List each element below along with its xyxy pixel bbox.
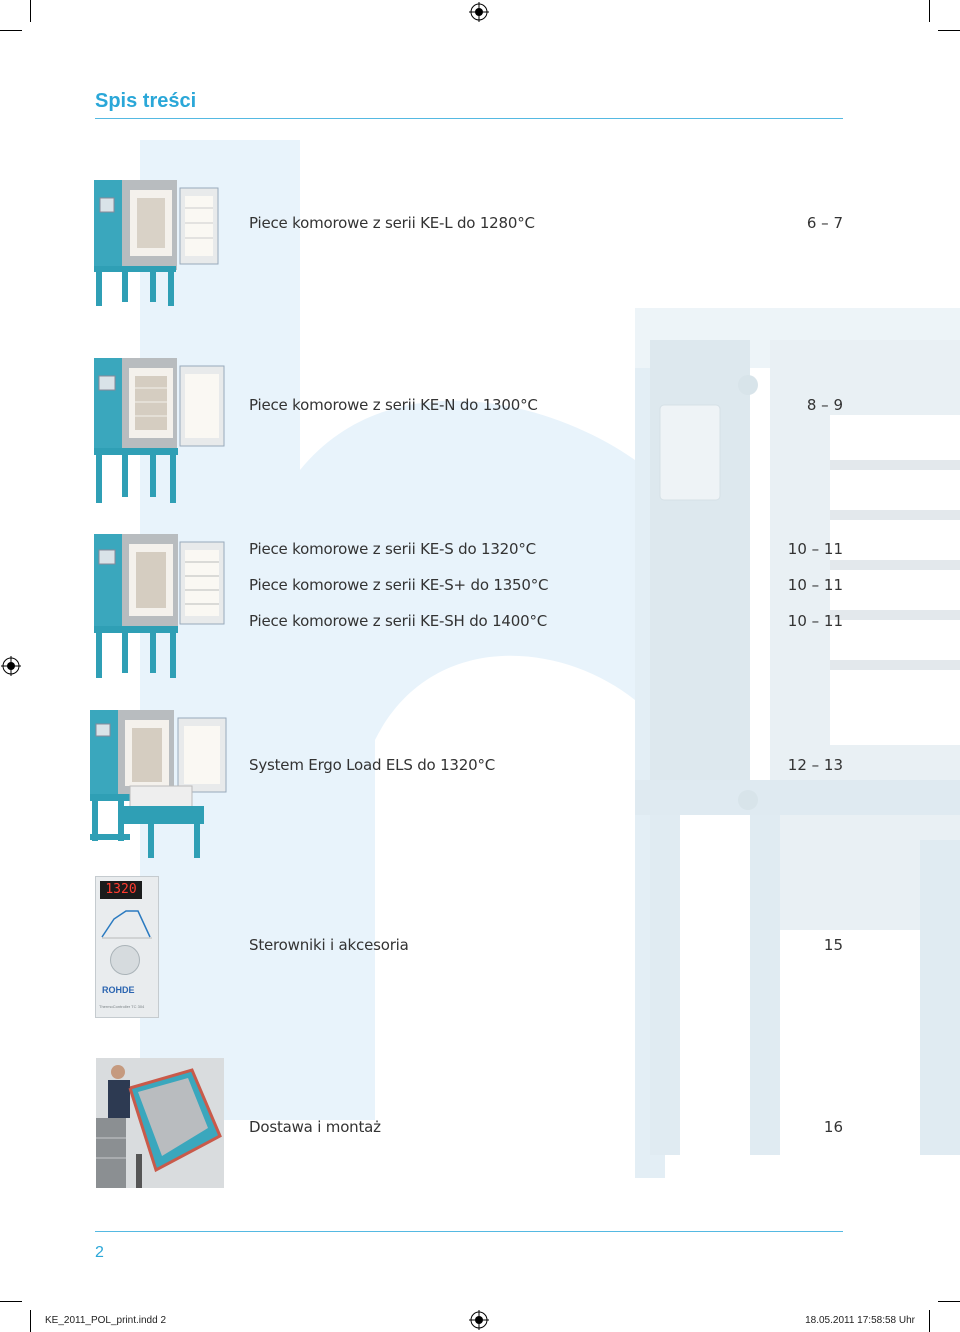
toc-pages: 10 – 11 bbox=[787, 540, 843, 558]
toc-pages: 12 – 13 bbox=[787, 756, 843, 774]
kiln-ke-s-image bbox=[94, 534, 225, 678]
registration-mark-icon bbox=[469, 1310, 489, 1330]
firing-curve-icon bbox=[101, 910, 152, 939]
page-title: Spis treści bbox=[95, 90, 197, 112]
controller-model: ThermoController TC 304 bbox=[99, 1004, 145, 1009]
toc-pages: 10 – 11 bbox=[787, 612, 843, 630]
slug-date: 18.05.2011 17:58:58 Uhr bbox=[805, 1315, 915, 1326]
toc-pages: 15 bbox=[823, 936, 843, 954]
toc-entry: Piece komorowe z serii KE-N do 1300°C bbox=[249, 396, 538, 414]
crop-mark bbox=[929, 0, 930, 22]
slug-file: KE_2011_POL_print.indd 2 bbox=[45, 1315, 167, 1326]
toc-pages: 10 – 11 bbox=[787, 576, 843, 594]
crop-mark bbox=[929, 1310, 930, 1332]
toc-pages: 16 bbox=[823, 1118, 843, 1136]
heading-rule bbox=[95, 118, 843, 119]
toc-entry: System Ergo Load ELS do 1320°C bbox=[249, 756, 496, 774]
toc-entry: Piece komorowe z serii KE-S do 1320°C bbox=[249, 540, 536, 558]
crop-mark bbox=[30, 1310, 31, 1332]
page-number: 2 bbox=[95, 1244, 104, 1261]
crop-mark bbox=[0, 30, 22, 31]
registration-mark-icon bbox=[469, 2, 489, 22]
toc-entry: Piece komorowe z serii KE-L do 1280°C bbox=[249, 214, 535, 232]
footer-rule bbox=[95, 1231, 843, 1232]
background-watermark bbox=[140, 140, 960, 1178]
controller-brand: ROHDE bbox=[102, 985, 135, 995]
ergo-load-kiln-image bbox=[90, 710, 227, 858]
registration-mark-icon bbox=[1, 656, 21, 676]
toc-entry: Sterowniki i akcesoria bbox=[249, 936, 409, 954]
toc-entry: Piece komorowe z serii KE-S+ do 1350°C bbox=[249, 576, 549, 594]
kiln-ke-l-image bbox=[94, 180, 219, 306]
crop-mark bbox=[30, 0, 31, 22]
controller-dial-icon bbox=[110, 945, 140, 975]
controller-display: 1320 bbox=[100, 881, 142, 899]
delivery-photo-image bbox=[96, 1058, 224, 1188]
toc-pages: 8 – 9 bbox=[806, 396, 843, 414]
crop-mark bbox=[938, 30, 960, 31]
toc-pages: 6 – 7 bbox=[806, 214, 843, 232]
crop-mark bbox=[938, 1301, 960, 1302]
toc-entry: Piece komorowe z serii KE-SH do 1400°C bbox=[249, 612, 548, 630]
controller-image: 1320 ROHDE ThermoController TC 304 bbox=[95, 876, 159, 1018]
crop-mark bbox=[0, 1301, 22, 1302]
kiln-ke-n-image bbox=[94, 358, 225, 503]
toc-entry: Dostawa i montaż bbox=[249, 1118, 381, 1136]
